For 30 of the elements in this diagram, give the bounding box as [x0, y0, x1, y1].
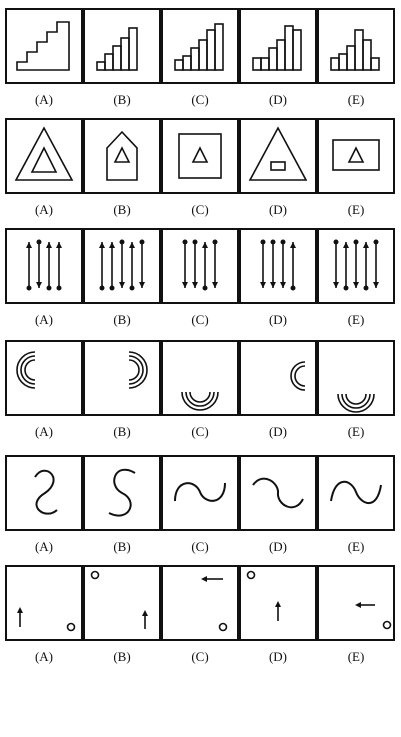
option-label: (A): [34, 539, 54, 555]
option-label: (B): [113, 424, 131, 440]
option-label: (D): [268, 312, 288, 328]
option-label: (E): [348, 539, 364, 555]
option-label: (D): [268, 92, 288, 108]
option-label: (E): [348, 649, 364, 665]
option-label: (E): [348, 202, 364, 218]
option-label: (E): [348, 424, 364, 440]
option-label: (D): [268, 202, 288, 218]
option-label: (D): [268, 649, 288, 665]
option-label: (B): [113, 312, 131, 328]
option-label: (C): [191, 539, 209, 555]
option-label: (A): [34, 202, 54, 218]
option-label: (D): [268, 539, 288, 555]
option-label: (E): [348, 312, 364, 328]
option-label: (C): [191, 312, 209, 328]
option-label: (C): [191, 92, 209, 108]
option-label: (E): [348, 92, 364, 108]
option-label: (C): [191, 649, 209, 665]
option-label: (B): [113, 92, 131, 108]
option-label: (C): [191, 202, 209, 218]
option-label: (B): [113, 649, 131, 665]
option-label: (A): [34, 312, 54, 328]
option-label: (A): [34, 92, 54, 108]
option-label: (A): [34, 424, 54, 440]
option-label: (B): [113, 539, 131, 555]
option-label: (D): [268, 424, 288, 440]
option-label: (C): [191, 424, 209, 440]
option-label: (A): [34, 649, 54, 665]
option-label: (B): [113, 202, 131, 218]
